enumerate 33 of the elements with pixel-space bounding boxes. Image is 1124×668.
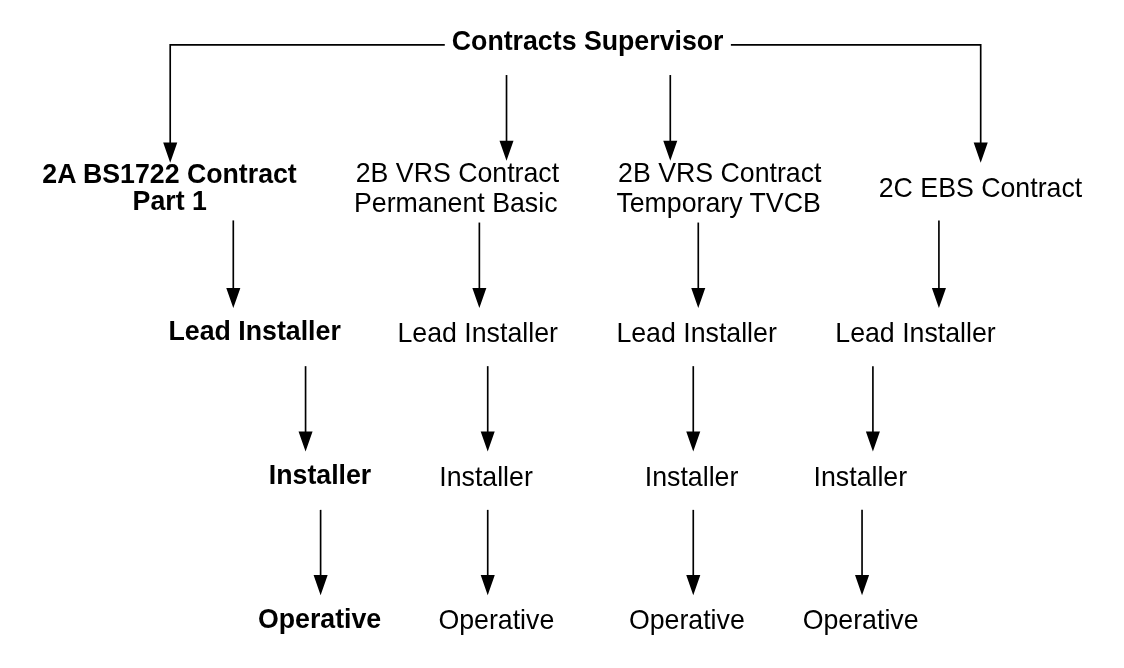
arrow (225, 219, 240, 309)
node-text: Installer (438, 461, 533, 492)
node-text: Installer (644, 461, 738, 492)
node-text: Operative (628, 605, 745, 636)
node-text: Lead Installer (396, 318, 558, 349)
node-text: Operative (437, 605, 554, 636)
node-text: 2C EBS Contract (878, 172, 1082, 203)
node-text: 2B VRS Contract Temporary TVCB (615, 157, 822, 218)
arrow (480, 365, 495, 452)
arrow (162, 44, 446, 163)
node-text: Operative (257, 603, 381, 634)
arrow (865, 365, 880, 452)
arrow (729, 44, 988, 163)
node-text: Contracts Supervisor (451, 25, 724, 56)
arrow (298, 365, 313, 452)
arrow (685, 509, 700, 596)
node-text: 2A BS1722 Contract Part 1 (41, 159, 297, 216)
arrow (685, 365, 700, 452)
arrow (313, 509, 328, 596)
arrow (931, 219, 946, 309)
node-text: Installer (268, 460, 371, 491)
arrow (662, 74, 677, 161)
node-text: Lead Installer (615, 318, 777, 349)
node-text: Lead Installer (168, 316, 341, 347)
node-text: Operative (802, 605, 919, 636)
arrow (499, 74, 514, 161)
node-text: Lead Installer (834, 318, 996, 349)
arrow (471, 221, 486, 308)
arrow (854, 509, 869, 596)
node-text: Installer (813, 461, 907, 492)
arrow (690, 221, 705, 308)
node-text: 2B VRS Contract Permanent Basic (353, 157, 559, 218)
arrow (480, 509, 495, 596)
